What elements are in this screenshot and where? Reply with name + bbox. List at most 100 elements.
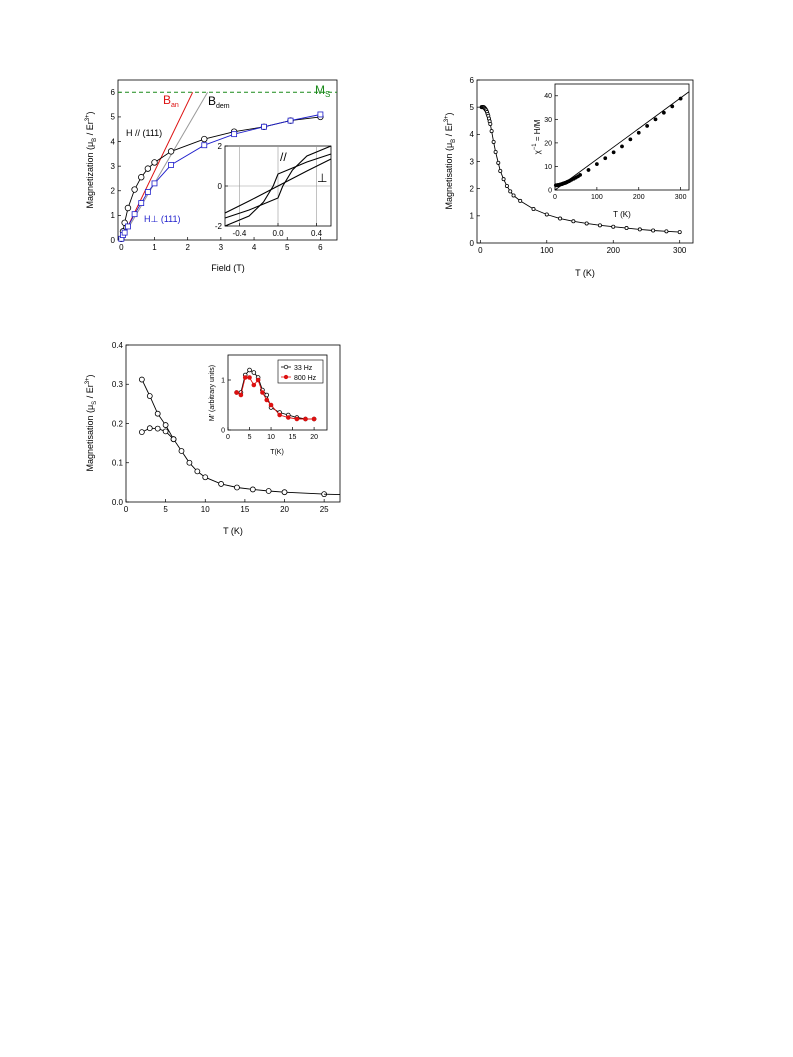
panel-b-ylabel-part-2: B — [451, 139, 457, 143]
panel-c-inset-series-33hz-point-3 — [247, 367, 252, 373]
panel-b-xtick-label-3: 300 — [673, 246, 687, 255]
panel-c-series-fc-point-10 — [234, 484, 240, 491]
panel-a-series-parallel-point-4 — [131, 186, 138, 193]
panel-a-ylabel-part-1: μ — [85, 142, 95, 147]
panel-b-inset-point-28 — [636, 130, 641, 135]
panel-a-bdem-label-sub: dem — [216, 103, 230, 110]
panel-b-series-mt-point-32 — [637, 227, 642, 232]
panel-a-series-perp-point-13 — [317, 111, 324, 118]
panel-b-inset-xtick-label-1: 100 — [591, 194, 603, 201]
panel-a-series-perp-point-7 — [151, 180, 158, 187]
panel-b-series-mt-point-23 — [518, 198, 523, 203]
panel-c-inset-xtick-label-1: 5 — [248, 434, 252, 441]
panel-c-ylabel: Magnetisation (μS / Er3+) — [85, 374, 98, 471]
panel-a-inset-curve-par-up — [224, 145, 332, 219]
panel-c-inset-ytick-label-1: 1 — [221, 377, 225, 384]
panel-c-ytick-label-0: 0.0 — [112, 498, 124, 507]
panel-c-ylabel-part-1: μ — [85, 405, 95, 410]
panel-c-series-fc-point-12 — [265, 488, 272, 494]
panel-a-ytick-label-2: 2 — [111, 187, 116, 196]
panel-c-xtick-label-1: 5 — [163, 505, 168, 514]
panel-a-ylabel-part-0: Magnetization ( — [85, 147, 95, 209]
panel-c-xtick-label-0: 0 — [124, 505, 129, 514]
panel-a-bdem-label-main: B — [208, 94, 216, 108]
panel-a-ylabel-part-3: / Er — [85, 121, 95, 138]
panel-c-series-fc-point-1 — [146, 393, 153, 399]
panel-c-inset-ytick-label-0: 0 — [221, 427, 225, 434]
panel-c-inset-legend-label-33hz: 33 Hz — [294, 365, 313, 372]
panel-b-inset-ylabel-exp: −1 — [532, 143, 538, 151]
panel-c-inset-series-800hz-point-5 — [255, 377, 261, 383]
panel-c-inset-series-800hz-point-4 — [251, 382, 257, 388]
panel-a-ytick-label-1: 1 — [111, 211, 116, 220]
panel-b-inset-point-21 — [578, 172, 583, 177]
panel-a-ban-label-sub: an — [171, 102, 179, 109]
panel-b-series-mt-point-34 — [664, 229, 669, 234]
panel-b-series-mt-point-13 — [488, 122, 493, 127]
panel-c-inset-series-800hz-point-6 — [260, 390, 265, 395]
panel-c-inset-legend-marker-33hz — [283, 364, 289, 370]
panel-a-series-parallel-point-5 — [138, 174, 145, 181]
panel-a-ban-label: Ban — [163, 93, 179, 109]
panel-a-xtick-label-4: 4 — [252, 243, 257, 252]
panel-b-ylabel-part-5: ) — [444, 112, 454, 115]
panel-b-series-mt-point-33 — [651, 228, 656, 233]
panel-a-ms-label-sub: S — [325, 90, 330, 99]
panel-b-inset-frame — [554, 83, 690, 191]
panel-b-xlabel: T (K) — [575, 268, 595, 278]
panel-a-annotation-perp-h: H — [144, 214, 151, 224]
panel-c-xtick-label-2: 10 — [201, 505, 210, 514]
panel-b-inset-ylabel-chi: χ — [533, 149, 542, 154]
panel-b-series-mt-point-20 — [504, 183, 509, 188]
panel-c-inset-legend-label-800hz: 800 Hz — [294, 375, 317, 382]
panel-c-inset-xtick-label-0: 0 — [226, 434, 230, 441]
panel-b-ytick-label-1: 1 — [470, 212, 475, 221]
panel-c-inset-xtick-label-2: 10 — [267, 434, 275, 441]
panel-a-xtick-label-5: 5 — [285, 243, 290, 252]
panel-c-ytick-label-4: 0.4 — [112, 341, 124, 350]
panel-b-ytick-label-4: 4 — [470, 130, 475, 139]
panel-c-inset-series-800hz-point-12 — [303, 416, 308, 422]
panel-a-inset-ytick-label-2: 2 — [218, 142, 223, 151]
panel-b-series-mt-point-25 — [544, 212, 549, 217]
panel-a-frame — [117, 79, 338, 241]
panel-c-series-fc-point-6 — [186, 459, 193, 466]
panel-a-inset-label-parallel: // — [280, 150, 287, 164]
panel-b-ylabel-part-0: Magnetisation ( — [444, 148, 454, 210]
panel-b-inset-xtick-label-2: 200 — [633, 194, 645, 201]
panel-b-inset-point-30 — [653, 117, 658, 122]
panel-a-series-perp-point-3 — [125, 223, 131, 230]
panel-c-xtick-label-5: 25 — [320, 505, 329, 514]
panel-a-ytick-label-3: 3 — [111, 162, 116, 171]
panel-c-ylabel-part-0: Magnetisation ( — [85, 410, 95, 472]
panel-b-inset-point-24 — [603, 156, 608, 161]
panel-a-inset-xtick-label-2: 0.4 — [311, 229, 323, 238]
panel-b-ylabel-part-4: 3+ — [444, 115, 450, 122]
panel-a-series-parallel-point-3 — [124, 204, 132, 212]
panel-c-inset-xtick-label-3: 15 — [289, 434, 297, 441]
panel-c-inset-series-33hz-point-7 — [264, 392, 270, 398]
panel-c-series-fc-point-11 — [249, 486, 256, 493]
panel-b-inset-ytick-label-4: 40 — [544, 93, 552, 100]
panel-b-ylabel-part-3: / Er — [444, 122, 454, 139]
panel-c-series-fc-point-5 — [178, 448, 185, 454]
panel-a-series-perp-point-10 — [231, 131, 238, 138]
panel-b-inset-point-32 — [670, 104, 675, 109]
panel-a-series-parallel-point-7 — [151, 159, 158, 166]
panel-a-inset-curve-perp — [224, 158, 332, 214]
panel-c-inset-series-800hz-point-10 — [285, 415, 291, 420]
panel-b-inset-point-31 — [661, 110, 666, 115]
panel-a-series-parallel-point-9 — [201, 135, 208, 143]
panel-c-inset-series-800hz-point-13 — [311, 416, 317, 422]
panel-b-series-mt-point-29 — [597, 223, 602, 228]
panel-b-series-mt-point-18 — [498, 169, 503, 174]
panel-a-series-parallel-point-6 — [144, 165, 152, 172]
panel-a-inset-curves — [224, 145, 332, 227]
panel-a-series-perp-point-8 — [168, 162, 174, 168]
panel-c-xtick-label-4: 20 — [280, 505, 289, 514]
panel-b-series-mt-point-14 — [489, 129, 494, 134]
